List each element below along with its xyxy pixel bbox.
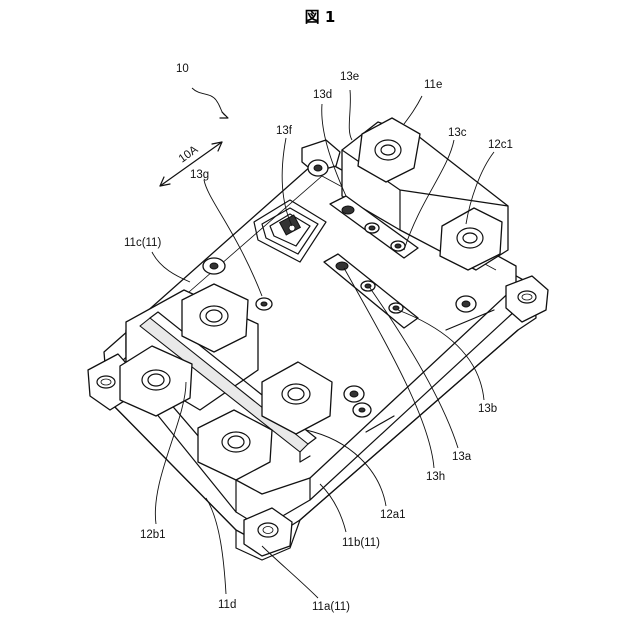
label-10A: 10A [177,143,201,165]
label-13h: 13h [426,471,445,483]
label-11b: 11b(11) [342,537,380,549]
label-13b: 13b [478,403,497,415]
label-10: 10 [176,63,189,75]
power-module-drawing [88,88,548,598]
label-12b1: 12b1 [140,529,166,541]
label-13e: 13e [340,71,359,83]
label-12a1: 12a1 [380,509,406,521]
label-11c: 11c(11) [124,237,161,249]
label-13d: 13d [313,89,332,101]
label-11e: 11e [424,79,442,91]
label-13f: 13f [276,125,293,137]
label-12c1: 12c1 [488,139,513,151]
label-13g: 13g [190,169,209,181]
label-11a: 11a(11) [312,601,350,613]
label-13a: 13a [452,451,472,463]
label-11d: 11d [218,599,236,611]
label-13c: 13c [448,127,467,139]
figure-title: 図 1 [305,8,336,26]
